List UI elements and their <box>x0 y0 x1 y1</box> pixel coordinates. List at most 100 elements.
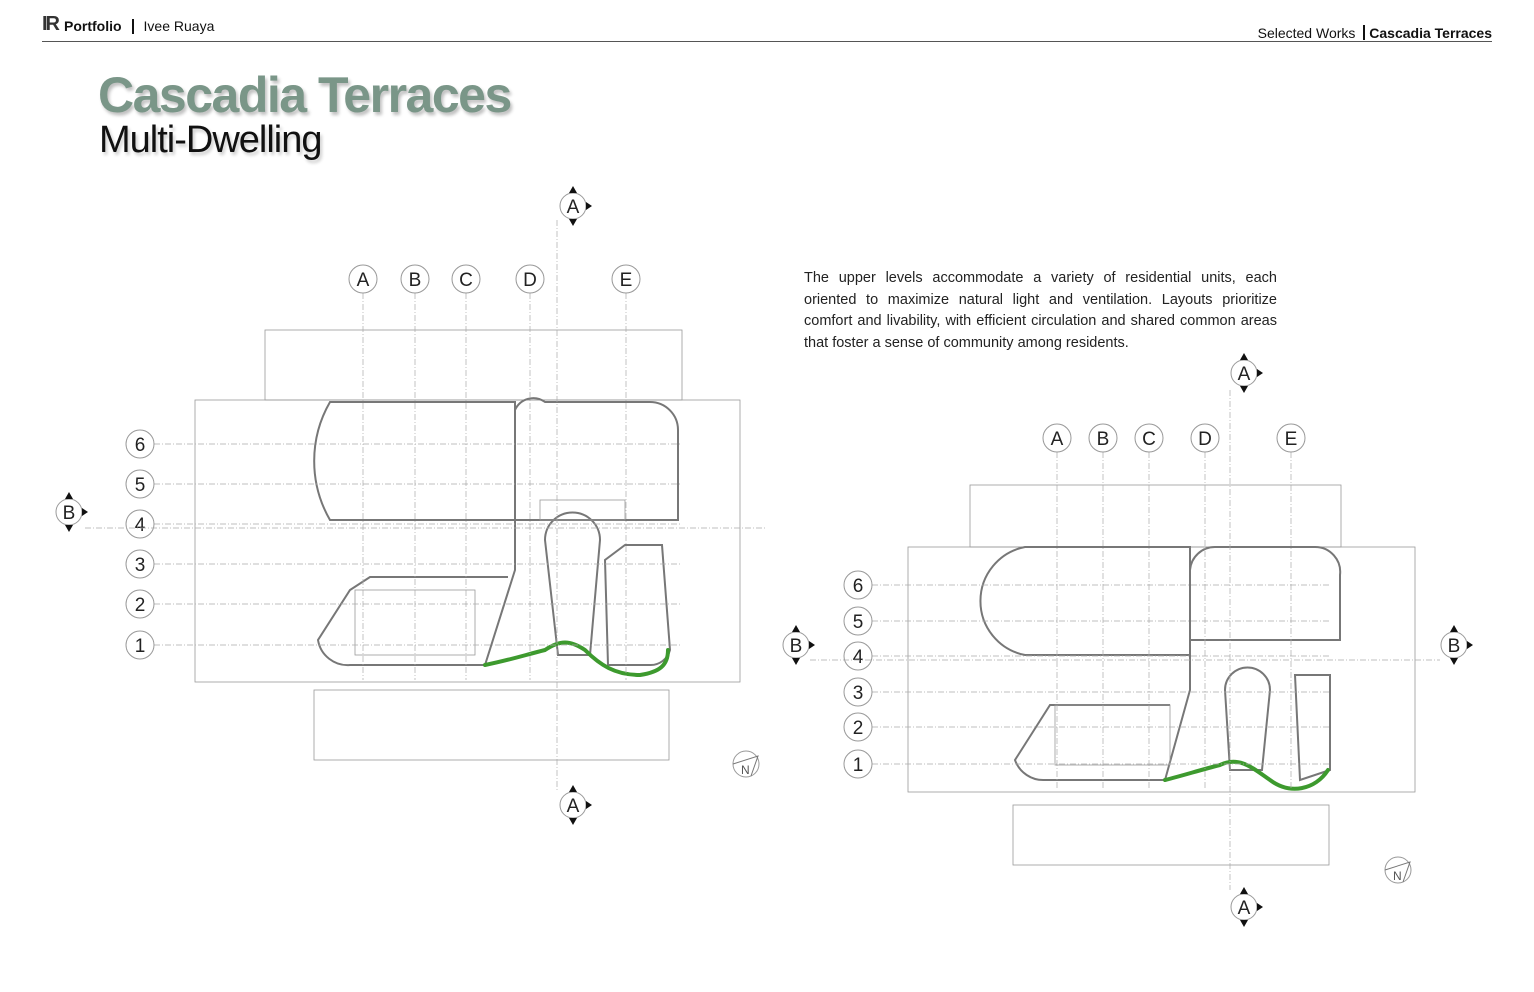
north-arrow-icon: N <box>732 750 760 778</box>
grid-bubble <box>843 749 873 779</box>
page-subtitle: Multi-Dwelling <box>99 119 322 161</box>
page-title: Cascadia Terraces <box>98 67 512 123</box>
grid-label: D <box>1198 429 1212 450</box>
section-label: B <box>790 636 803 657</box>
section-arrow-icon <box>1450 625 1473 665</box>
grid-bubble <box>843 570 873 600</box>
grid-bubble <box>348 264 378 294</box>
grid-label: 6 <box>135 435 146 456</box>
section-label: A <box>1238 364 1251 385</box>
breadcrumb: Selected Works Cascadia Terraces <box>1258 25 1492 41</box>
grid-bubble <box>400 264 430 294</box>
grid-row-5: 5 <box>125 469 155 499</box>
grid-label: A <box>357 270 370 291</box>
grid-bubble <box>1042 423 1072 453</box>
grid-bubble <box>125 429 155 459</box>
floor-plan-lower <box>194 329 741 761</box>
project-description: The upper levels accommodate a variety o… <box>804 270 1277 351</box>
grid-bubble <box>515 264 545 294</box>
section-arrow-icon <box>569 785 592 825</box>
section-label: A <box>567 796 580 817</box>
north-arrow-icon: N <box>1384 856 1412 884</box>
floor-plan-upper <box>907 484 1416 866</box>
section-marker-b-left: B <box>782 625 815 665</box>
grid-label: B <box>409 270 422 291</box>
grid-label: 5 <box>135 475 146 496</box>
breadcrumb-section: Selected Works <box>1257 25 1356 41</box>
grid-row-4: 4 <box>125 509 155 539</box>
section-arrow-icon <box>65 492 88 532</box>
grid-row-1: 1 <box>843 749 873 779</box>
grid-column-B: B <box>1088 423 1118 453</box>
grid-row-6: 6 <box>125 429 155 459</box>
grid-label: 2 <box>135 595 146 616</box>
grid-label: 3 <box>853 683 864 704</box>
grid-column-A: A <box>348 264 378 294</box>
section-label: B <box>63 503 76 524</box>
portfolio-label: Portfolio <box>64 18 122 34</box>
section-label: A <box>1238 898 1251 919</box>
grid-column-D: D <box>1190 423 1220 453</box>
section-arrow-icon <box>569 186 592 226</box>
breadcrumb-current: Cascadia Terraces <box>1369 25 1492 41</box>
section-marker-a-bottom: A <box>559 785 592 825</box>
section-marker-b-left: B <box>55 492 88 532</box>
grid-column-B: B <box>400 264 430 294</box>
section-arrow-icon <box>1240 353 1263 393</box>
grid-bubble <box>843 712 873 742</box>
grid-bubble <box>125 549 155 579</box>
grid-column-E: E <box>611 264 641 294</box>
grid-label: 1 <box>135 636 146 657</box>
grid-bubble <box>843 606 873 636</box>
grid-column-D: D <box>515 264 545 294</box>
divider <box>131 19 134 34</box>
grid-bubble <box>611 264 641 294</box>
grid-bubble <box>125 469 155 499</box>
grid-label: 1 <box>853 755 864 776</box>
grid-bubble <box>125 509 155 539</box>
header-brand: IR Portfolio Ivee Ruaya <box>42 14 214 34</box>
svg-text:N: N <box>1393 869 1402 883</box>
grid-column-C: C <box>451 264 481 294</box>
author-name: Ivee Ruaya <box>143 18 215 34</box>
section-label: A <box>567 197 580 218</box>
section-marker-a-bottom: A <box>1230 887 1263 927</box>
divider <box>1363 25 1366 40</box>
grid-label: 5 <box>853 612 864 633</box>
grid-label: 6 <box>853 576 864 597</box>
grid-label: 2 <box>853 718 864 739</box>
section-label: B <box>1448 636 1461 657</box>
grid-column-E: E <box>1276 423 1306 453</box>
grid-label: C <box>1142 429 1156 450</box>
section-marker-b-right: B <box>1440 625 1473 665</box>
grid-bubble <box>451 264 481 294</box>
grid-row-5: 5 <box>843 606 873 636</box>
grid-label: D <box>523 270 537 291</box>
grid-bubble <box>125 630 155 660</box>
section-marker-a-top: A <box>1230 353 1263 393</box>
section-arrow-icon <box>1240 887 1263 927</box>
section-arrow-icon <box>792 625 815 665</box>
grid-bubble <box>125 589 155 619</box>
grid-label: E <box>620 270 633 291</box>
grid-label: 4 <box>853 647 864 668</box>
grid-bubble <box>1134 423 1164 453</box>
grid-label: A <box>1051 429 1064 450</box>
grid-row-3: 3 <box>843 677 873 707</box>
section-marker-a-top: A <box>559 186 592 226</box>
grid-label: 4 <box>135 515 146 536</box>
grid-bubble <box>1088 423 1118 453</box>
grid-row-2: 2 <box>125 589 155 619</box>
grid-row-4: 4 <box>843 641 873 671</box>
grid-label: 3 <box>135 555 146 576</box>
grid-label: C <box>459 270 473 291</box>
grid-bubble <box>843 641 873 671</box>
grid-row-2: 2 <box>843 712 873 742</box>
grid-label: E <box>1285 429 1298 450</box>
grid-row-1: 1 <box>125 630 155 660</box>
grid-row-6: 6 <box>843 570 873 600</box>
grid-label: B <box>1097 429 1110 450</box>
header-rule <box>42 41 1492 42</box>
grid-bubble <box>843 677 873 707</box>
